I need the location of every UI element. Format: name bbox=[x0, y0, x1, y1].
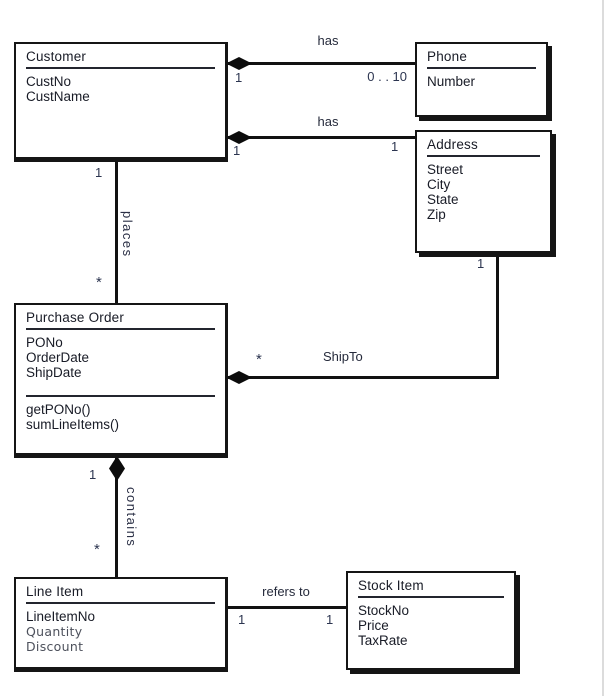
class-attribute: TaxRate bbox=[358, 633, 408, 648]
places-line bbox=[115, 162, 118, 303]
relationship-label-has-address: has bbox=[317, 114, 339, 129]
relationship-label-refers-to: refers to bbox=[262, 584, 310, 599]
class-attribute: Quantity bbox=[26, 624, 83, 639]
contains-line bbox=[115, 458, 118, 577]
composition-diamond-contains bbox=[109, 456, 125, 481]
class-divider bbox=[427, 155, 540, 157]
class-line-item: Line Item LineItemNo Quantity Discount bbox=[14, 577, 228, 672]
class-phone: Phone Number bbox=[415, 42, 548, 117]
class-stock-item: Stock Item StockNo Price TaxRate bbox=[346, 571, 516, 670]
class-purchase-order: Purchase Order PONo OrderDate ShipDate g… bbox=[14, 303, 228, 458]
multiplicity-customer-end: 1 bbox=[95, 165, 103, 180]
has-phone-line bbox=[228, 62, 415, 65]
class-attribute: Street bbox=[427, 162, 464, 177]
relationship-label-has-phone: has bbox=[317, 33, 339, 48]
multiplicity-address-end: 1 bbox=[477, 256, 485, 271]
has-address-line bbox=[228, 136, 415, 139]
class-divider bbox=[26, 602, 215, 604]
relationship-label-contains: contains bbox=[124, 487, 139, 548]
class-attribute: LineItemNo bbox=[26, 609, 96, 624]
class-title: Line Item bbox=[26, 584, 84, 599]
class-title: Address bbox=[427, 137, 478, 152]
multiplicity-address-end: 1 bbox=[391, 139, 399, 154]
class-method: getPONo() bbox=[26, 402, 91, 417]
multiplicity-customer-end: 1 bbox=[235, 70, 243, 85]
shipto-line-vertical bbox=[496, 253, 499, 379]
class-title: Phone bbox=[427, 49, 468, 64]
class-attribute: PONo bbox=[26, 335, 63, 350]
class-attribute: Number bbox=[427, 74, 476, 89]
class-attribute: ShipDate bbox=[26, 365, 82, 380]
class-attribute: Price bbox=[358, 618, 389, 633]
multiplicity-line-item-end: 1 bbox=[238, 612, 246, 627]
class-divider bbox=[26, 67, 215, 69]
class-divider bbox=[26, 328, 215, 330]
class-attribute: CustName bbox=[26, 89, 90, 104]
multiplicity-stock-item-end: 1 bbox=[326, 612, 334, 627]
class-attribute: OrderDate bbox=[26, 350, 90, 365]
page-edge bbox=[602, 0, 604, 696]
shipto-line-horizontal bbox=[228, 376, 499, 379]
multiplicity-customer-end: 1 bbox=[233, 143, 241, 158]
class-address: Address Street City State Zip bbox=[415, 130, 552, 253]
relationship-label-places: places bbox=[120, 211, 135, 258]
class-attribute: CustNo bbox=[26, 74, 72, 89]
aggregation-diamond-shipto bbox=[226, 371, 252, 384]
class-title: Customer bbox=[26, 49, 87, 64]
multiplicity-purchase-order-end: 1 bbox=[89, 467, 97, 482]
multiplicity-line-item-end: * bbox=[94, 541, 100, 558]
class-title: Stock Item bbox=[358, 578, 424, 593]
class-attribute: Zip bbox=[427, 207, 446, 222]
class-attribute: StockNo bbox=[358, 603, 410, 618]
multiplicity-purchase-order-end: * bbox=[96, 274, 102, 291]
class-attribute: Discount bbox=[26, 639, 84, 654]
multiplicity-purchase-order-end: * bbox=[256, 351, 262, 368]
class-divider bbox=[358, 596, 504, 598]
class-divider bbox=[427, 67, 536, 69]
class-attribute: City bbox=[427, 177, 451, 192]
class-attribute: State bbox=[427, 192, 459, 207]
class-method: sumLineItems() bbox=[26, 417, 120, 432]
class-customer: Customer CustNo CustName bbox=[14, 42, 228, 162]
class-method-divider bbox=[26, 395, 215, 397]
aggregation-diamond-has-address bbox=[226, 131, 252, 144]
multiplicity-phone-end: 0 . . 10 bbox=[367, 69, 407, 84]
relationship-label-shipto: ShipTo bbox=[323, 349, 363, 364]
aggregation-diamond-has-phone bbox=[226, 57, 252, 70]
refers-to-line bbox=[228, 606, 346, 609]
class-title: Purchase Order bbox=[26, 310, 125, 325]
